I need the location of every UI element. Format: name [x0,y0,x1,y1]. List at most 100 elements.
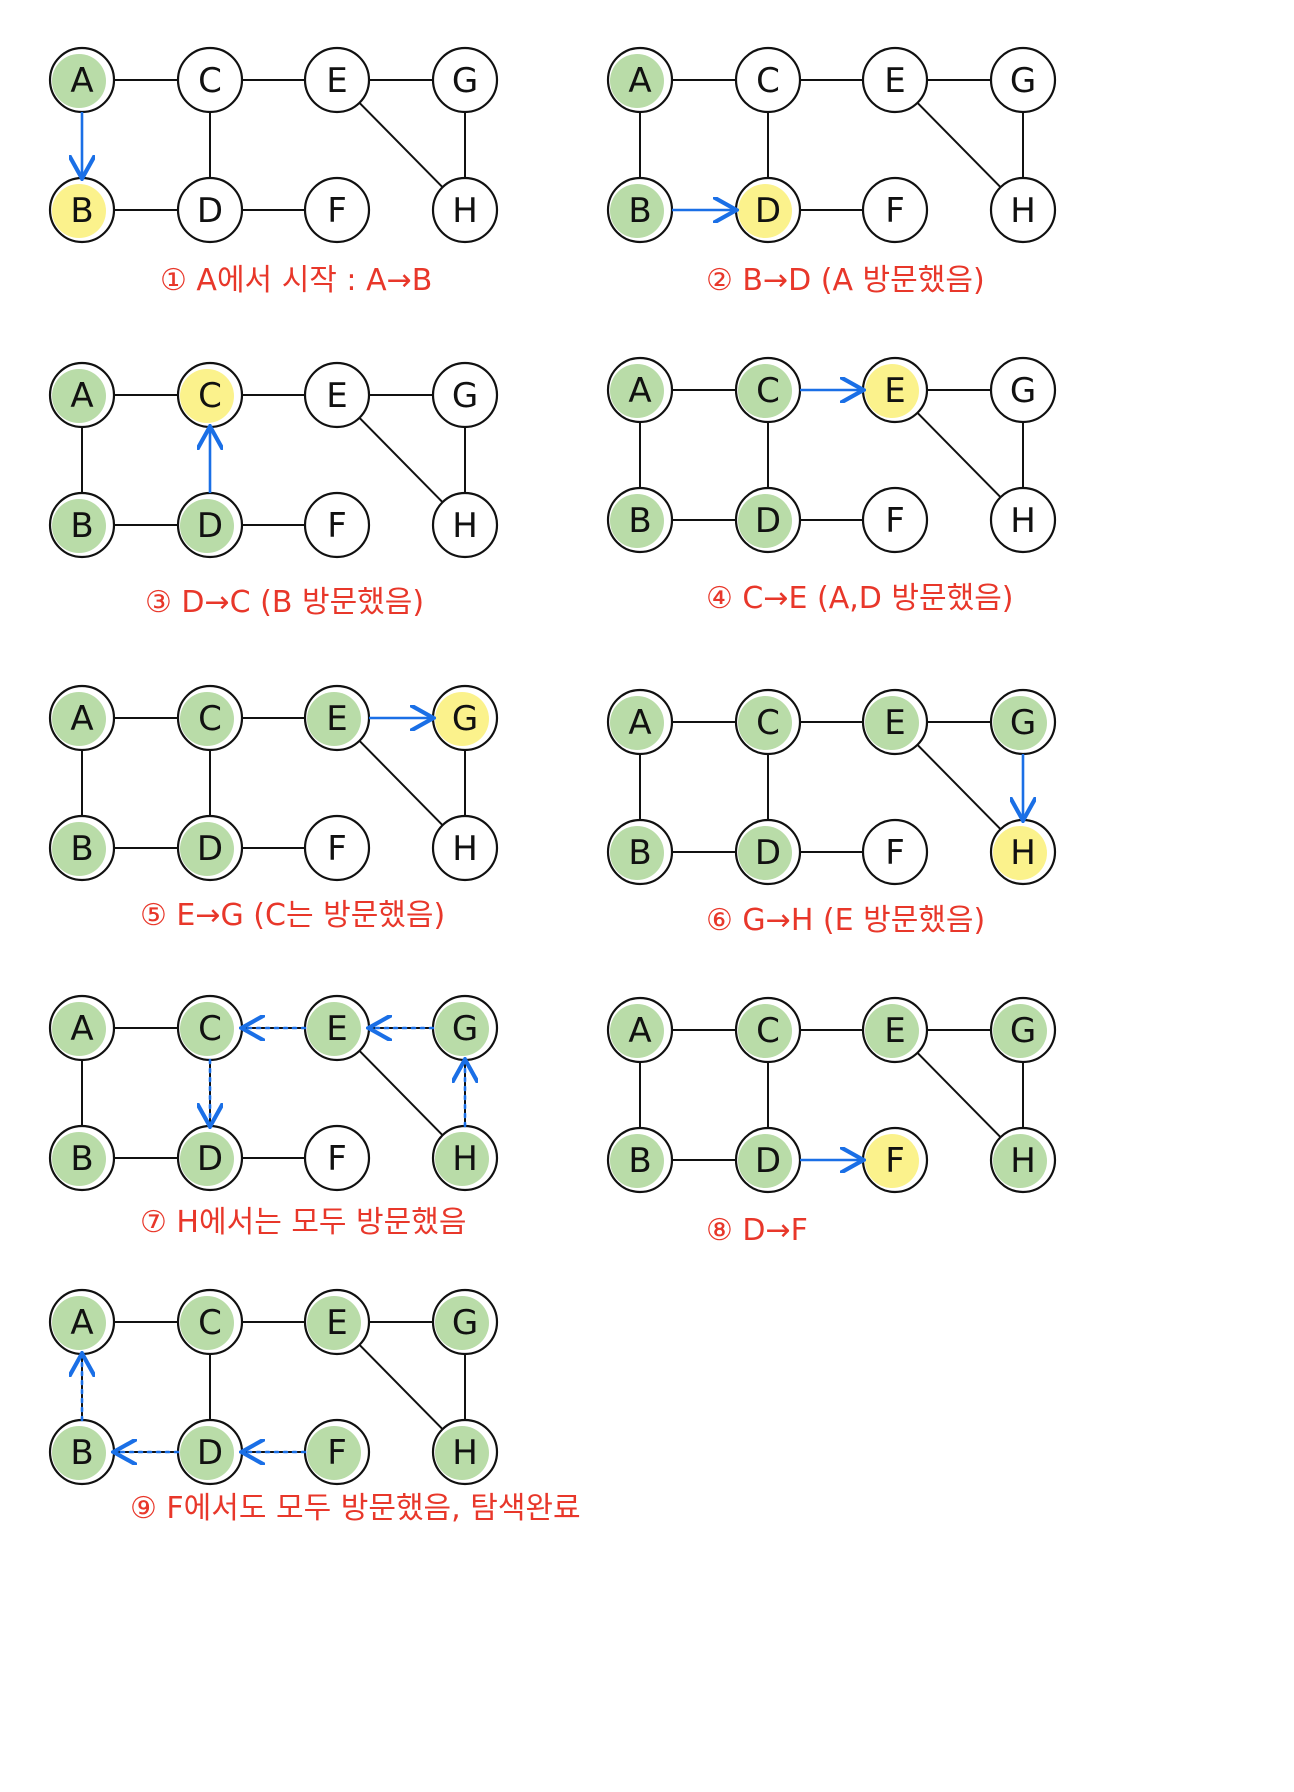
node-label-C: C [198,1009,222,1049]
step-caption: ⑧ D→F [706,1213,808,1248]
node-C: C [734,356,802,424]
node-D: D [734,818,802,886]
node-label-H: H [452,1433,478,1473]
node-label-G: G [1010,1011,1036,1051]
node-label-E: E [884,1011,905,1051]
node-label-B: B [628,501,651,541]
node-E: E [303,46,371,114]
node-label-A: A [70,1303,93,1343]
node-label-F: F [885,833,905,873]
node-D: D [734,176,802,244]
node-label-G: G [452,61,478,101]
node-E: E [303,684,371,752]
node-label-D: D [755,833,781,873]
node-H: H [431,1124,499,1192]
node-label-B: B [628,833,651,873]
node-label-A: A [628,1011,651,1051]
node-H: H [431,1418,499,1486]
node-G: G [989,996,1057,1064]
node-label-B: B [70,1139,93,1179]
node-F: F [303,491,371,559]
node-label-E: E [326,61,347,101]
edge-E-H [916,1052,1002,1138]
node-F: F [303,814,371,882]
node-label-E: E [326,699,347,739]
node-label-G: G [1010,371,1036,411]
node-label-F: F [327,191,347,231]
node-G: G [431,46,499,114]
node-C: C [734,46,802,114]
node-label-A: A [628,371,651,411]
node-label-E: E [326,1303,347,1343]
node-label-D: D [755,191,781,231]
node-label-A: A [70,61,93,101]
node-label-A: A [70,699,93,739]
node-D: D [176,1124,244,1192]
node-label-G: G [452,1303,478,1343]
edge-E-H [358,102,444,188]
node-label-C: C [198,699,222,739]
node-label-B: B [70,1433,93,1473]
node-label-E: E [326,376,347,416]
node-C: C [734,688,802,756]
node-C: C [176,994,244,1062]
node-label-H: H [452,506,478,546]
node-label-E: E [884,371,905,411]
node-label-F: F [885,191,905,231]
node-B: B [606,818,674,886]
node-B: B [606,176,674,244]
step-caption: ③ D→C (B 방문했음) [145,585,424,620]
edge-E-H [916,412,1002,498]
node-label-C: C [756,61,780,101]
node-label-F: F [327,1139,347,1179]
node-F: F [303,176,371,244]
node-label-A: A [628,703,651,743]
step-caption: ⑤ E→G (C는 방문했음) [140,898,445,933]
node-label-C: C [198,1303,222,1343]
node-D: D [176,176,244,244]
node-D: D [176,814,244,882]
node-D: D [176,491,244,559]
node-A: A [48,994,116,1062]
node-label-D: D [755,501,781,541]
node-A: A [606,356,674,424]
node-label-H: H [452,1139,478,1179]
step-caption: ⑦ H에서는 모두 방문했음 [140,1205,466,1240]
node-label-G: G [452,1009,478,1049]
node-H: H [431,491,499,559]
node-D: D [734,1126,802,1194]
node-E: E [303,994,371,1062]
node-F: F [303,1418,371,1486]
node-B: B [48,1124,116,1192]
node-label-F: F [327,506,347,546]
step-caption: ② B→D (A 방문했음) [706,263,985,298]
node-label-C: C [756,1011,780,1051]
node-H: H [431,814,499,882]
node-label-B: B [628,1141,651,1181]
node-label-H: H [452,191,478,231]
node-label-D: D [755,1141,781,1181]
node-A: A [606,996,674,1064]
node-F: F [861,818,929,886]
node-E: E [861,996,929,1064]
node-E: E [303,361,371,429]
node-label-C: C [756,703,780,743]
node-D: D [734,486,802,554]
node-label-A: A [628,61,651,101]
node-B: B [606,486,674,554]
step-caption: ⑥ G→H (E 방문했음) [706,903,985,938]
node-A: A [606,688,674,756]
edge-E-H [358,417,444,503]
node-E: E [861,46,929,114]
edge-E-H [916,102,1002,188]
node-H: H [989,176,1057,244]
edge-E-H [916,744,1002,830]
node-label-A: A [70,376,93,416]
